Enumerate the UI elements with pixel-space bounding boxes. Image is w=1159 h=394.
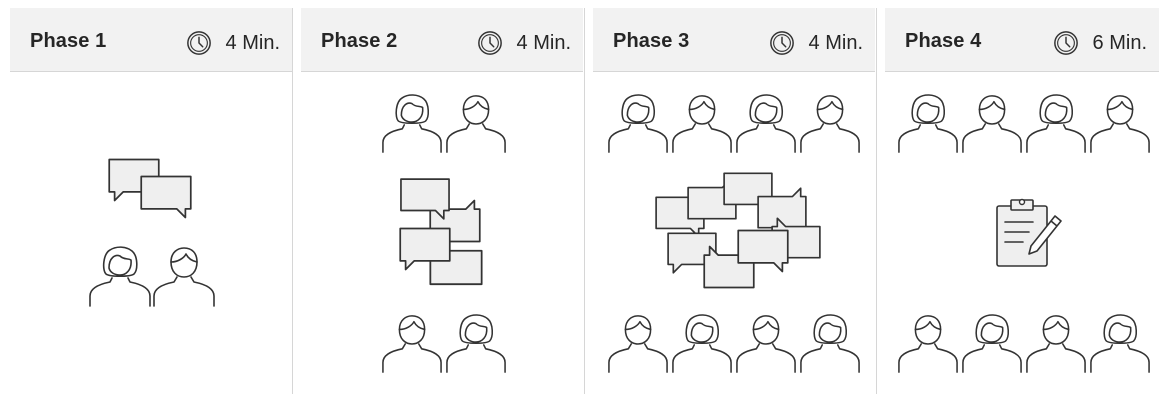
clock-icon <box>1053 30 1079 56</box>
person-female-icon <box>89 246 151 307</box>
person-male-icon <box>1090 95 1150 153</box>
phase-title: Phase 2 <box>321 30 398 52</box>
person-male-icon <box>962 95 1022 153</box>
phase-header: Phase 3 4 Min. <box>593 8 875 72</box>
phase-duration: 6 Min. <box>1053 30 1147 56</box>
person-female-icon <box>800 314 860 373</box>
person-female-icon <box>898 94 958 153</box>
person-female-icon <box>736 94 796 153</box>
person-male-icon <box>898 315 958 373</box>
phase-panel-1: Phase 1 4 Min. <box>10 8 292 394</box>
person-female-icon <box>672 314 732 373</box>
person-male-icon <box>153 247 215 307</box>
phase-panel-2: Phase 2 4 Min. <box>301 8 583 394</box>
speech-bubbles-icon <box>399 178 483 286</box>
phase-duration: 4 Min. <box>769 30 863 56</box>
phase-panel-4: Phase 4 6 Min. <box>885 8 1159 394</box>
phase-title: Phase 3 <box>613 30 690 52</box>
duration-label: 4 Min. <box>225 31 280 54</box>
phase-panel-3: Phase 3 4 Min. <box>593 8 875 394</box>
panel-divider <box>584 8 585 394</box>
phase-duration: 4 Min. <box>186 30 280 56</box>
person-female-icon <box>962 314 1022 373</box>
person-female-icon <box>608 94 668 153</box>
person-male-icon <box>446 95 506 153</box>
panel-divider <box>876 8 877 394</box>
speech-bubbles-icon <box>655 172 821 289</box>
duration-label: 4 Min. <box>516 31 571 54</box>
phase-title: Phase 4 <box>905 30 982 52</box>
person-female-icon <box>1026 94 1086 153</box>
person-female-icon <box>382 94 442 153</box>
person-male-icon <box>382 315 442 373</box>
phase-header: Phase 1 4 Min. <box>10 8 292 72</box>
person-male-icon <box>608 315 668 373</box>
clock-icon <box>477 30 503 56</box>
person-male-icon <box>1026 315 1086 373</box>
clipboard-pencil-icon <box>996 198 1062 267</box>
person-male-icon <box>736 315 796 373</box>
duration-label: 4 Min. <box>808 31 863 54</box>
panel-divider <box>292 8 293 394</box>
phase-header: Phase 4 6 Min. <box>885 8 1159 72</box>
phase-header: Phase 2 4 Min. <box>301 8 583 72</box>
person-female-icon <box>446 314 506 373</box>
phase-duration: 4 Min. <box>477 30 571 56</box>
clock-icon <box>186 30 212 56</box>
person-female-icon <box>1090 314 1150 373</box>
speech-bubbles-icon <box>108 158 192 219</box>
person-male-icon <box>800 95 860 153</box>
clock-icon <box>769 30 795 56</box>
duration-label: 6 Min. <box>1092 31 1147 54</box>
phase-title: Phase 1 <box>30 30 107 52</box>
person-male-icon <box>672 95 732 153</box>
